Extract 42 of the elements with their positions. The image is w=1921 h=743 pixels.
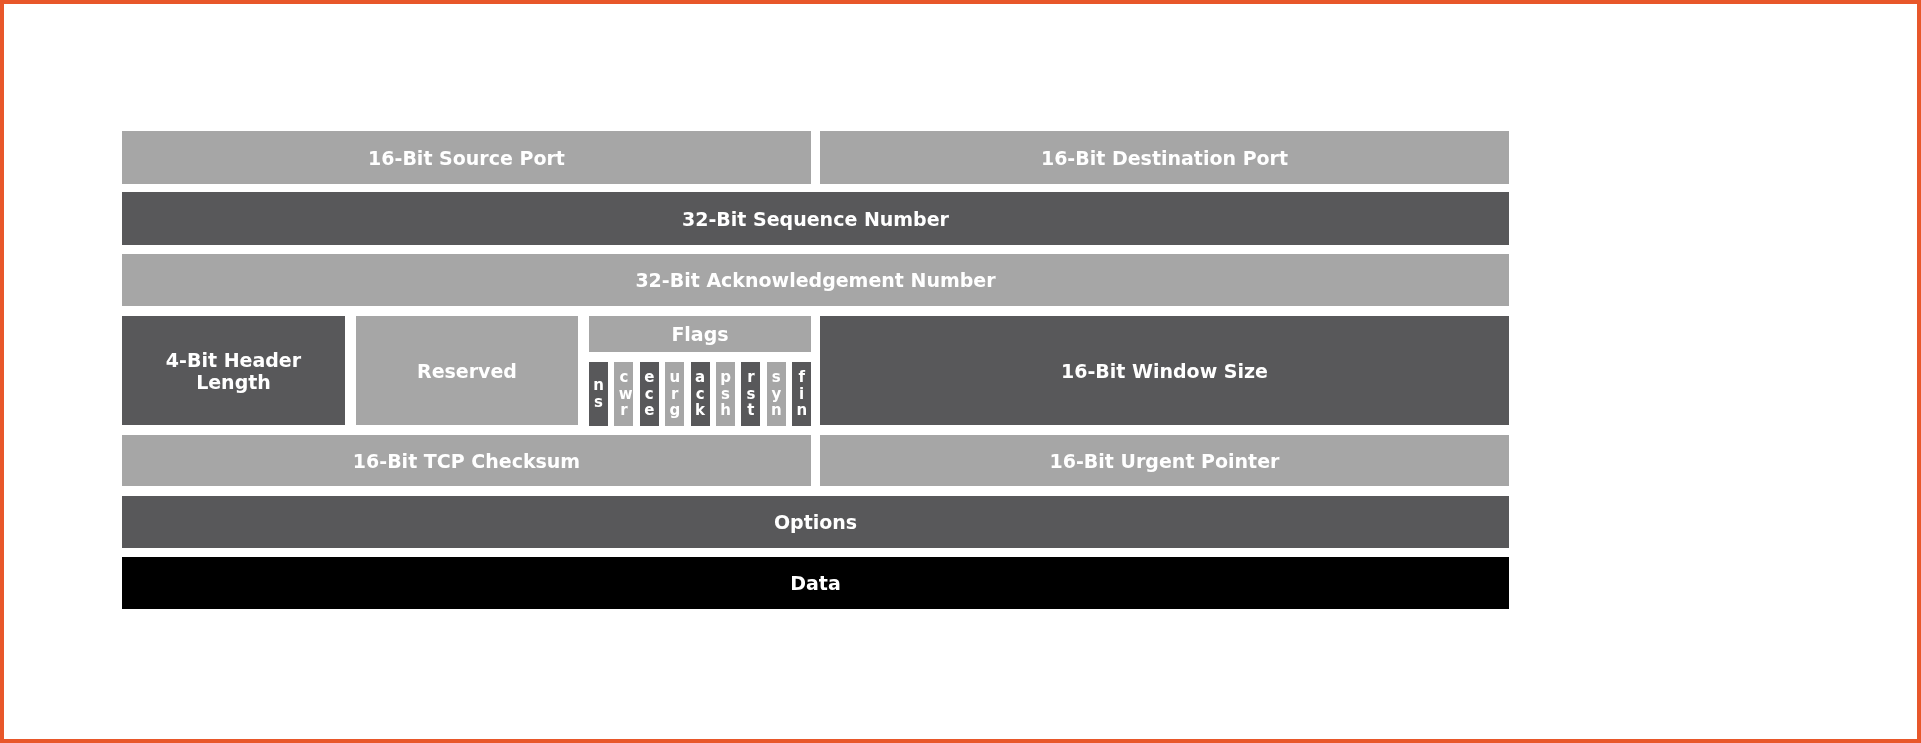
- field-label: syn: [771, 368, 782, 420]
- flag-bit-field: [741, 362, 761, 426]
- header-field: [820, 131, 1509, 184]
- header-field: [122, 254, 1509, 306]
- field-label: 32-Bit Acknowledgement Number: [634, 269, 997, 291]
- field-label: fin: [796, 368, 807, 420]
- field-label: 4-Bit Header Length: [164, 348, 303, 393]
- header-field: [356, 316, 578, 425]
- flag-bit-field: [716, 362, 735, 426]
- field-label: Reserved: [416, 359, 518, 382]
- field-label: ece: [644, 368, 655, 420]
- field-label: 32-Bit Sequence Number: [681, 207, 950, 230]
- field-label: cwr: [618, 368, 630, 420]
- flag-bit-field: [614, 362, 634, 426]
- flag-bit-field: [665, 362, 685, 426]
- header-field: [589, 316, 811, 352]
- flag-bit-field: [766, 362, 786, 426]
- header-field: [820, 435, 1509, 486]
- field-label: rst: [745, 368, 757, 420]
- header-field: [122, 435, 811, 486]
- header-field: [122, 496, 1509, 548]
- field-label: 16-Bit Window Size: [1060, 359, 1269, 382]
- header-field: [122, 557, 1509, 609]
- field-label: 16-Bit TCP Checksum: [351, 449, 582, 472]
- header-field: [122, 192, 1509, 245]
- flag-bit-field: [690, 362, 710, 426]
- field-label: 16-Bit Source Port: [367, 146, 566, 169]
- field-label: ack: [694, 368, 706, 420]
- flag-bit-field: [639, 362, 659, 426]
- field-label: urg: [669, 368, 680, 420]
- field-label: 16-Bit Destination Port: [1039, 146, 1290, 169]
- field-label: Options: [772, 511, 859, 533]
- field-label: 16-Bit Urgent Pointer: [1048, 449, 1281, 472]
- flag-bit-field: [589, 362, 608, 426]
- header-field: [122, 131, 811, 184]
- flag-bit-field: [792, 362, 812, 426]
- field-label: ns: [593, 377, 604, 411]
- field-label: Flags: [670, 323, 730, 345]
- header-field: [122, 316, 345, 425]
- field-label: psh: [720, 368, 731, 420]
- field-label: Data: [789, 572, 842, 594]
- header-field: [820, 316, 1509, 425]
